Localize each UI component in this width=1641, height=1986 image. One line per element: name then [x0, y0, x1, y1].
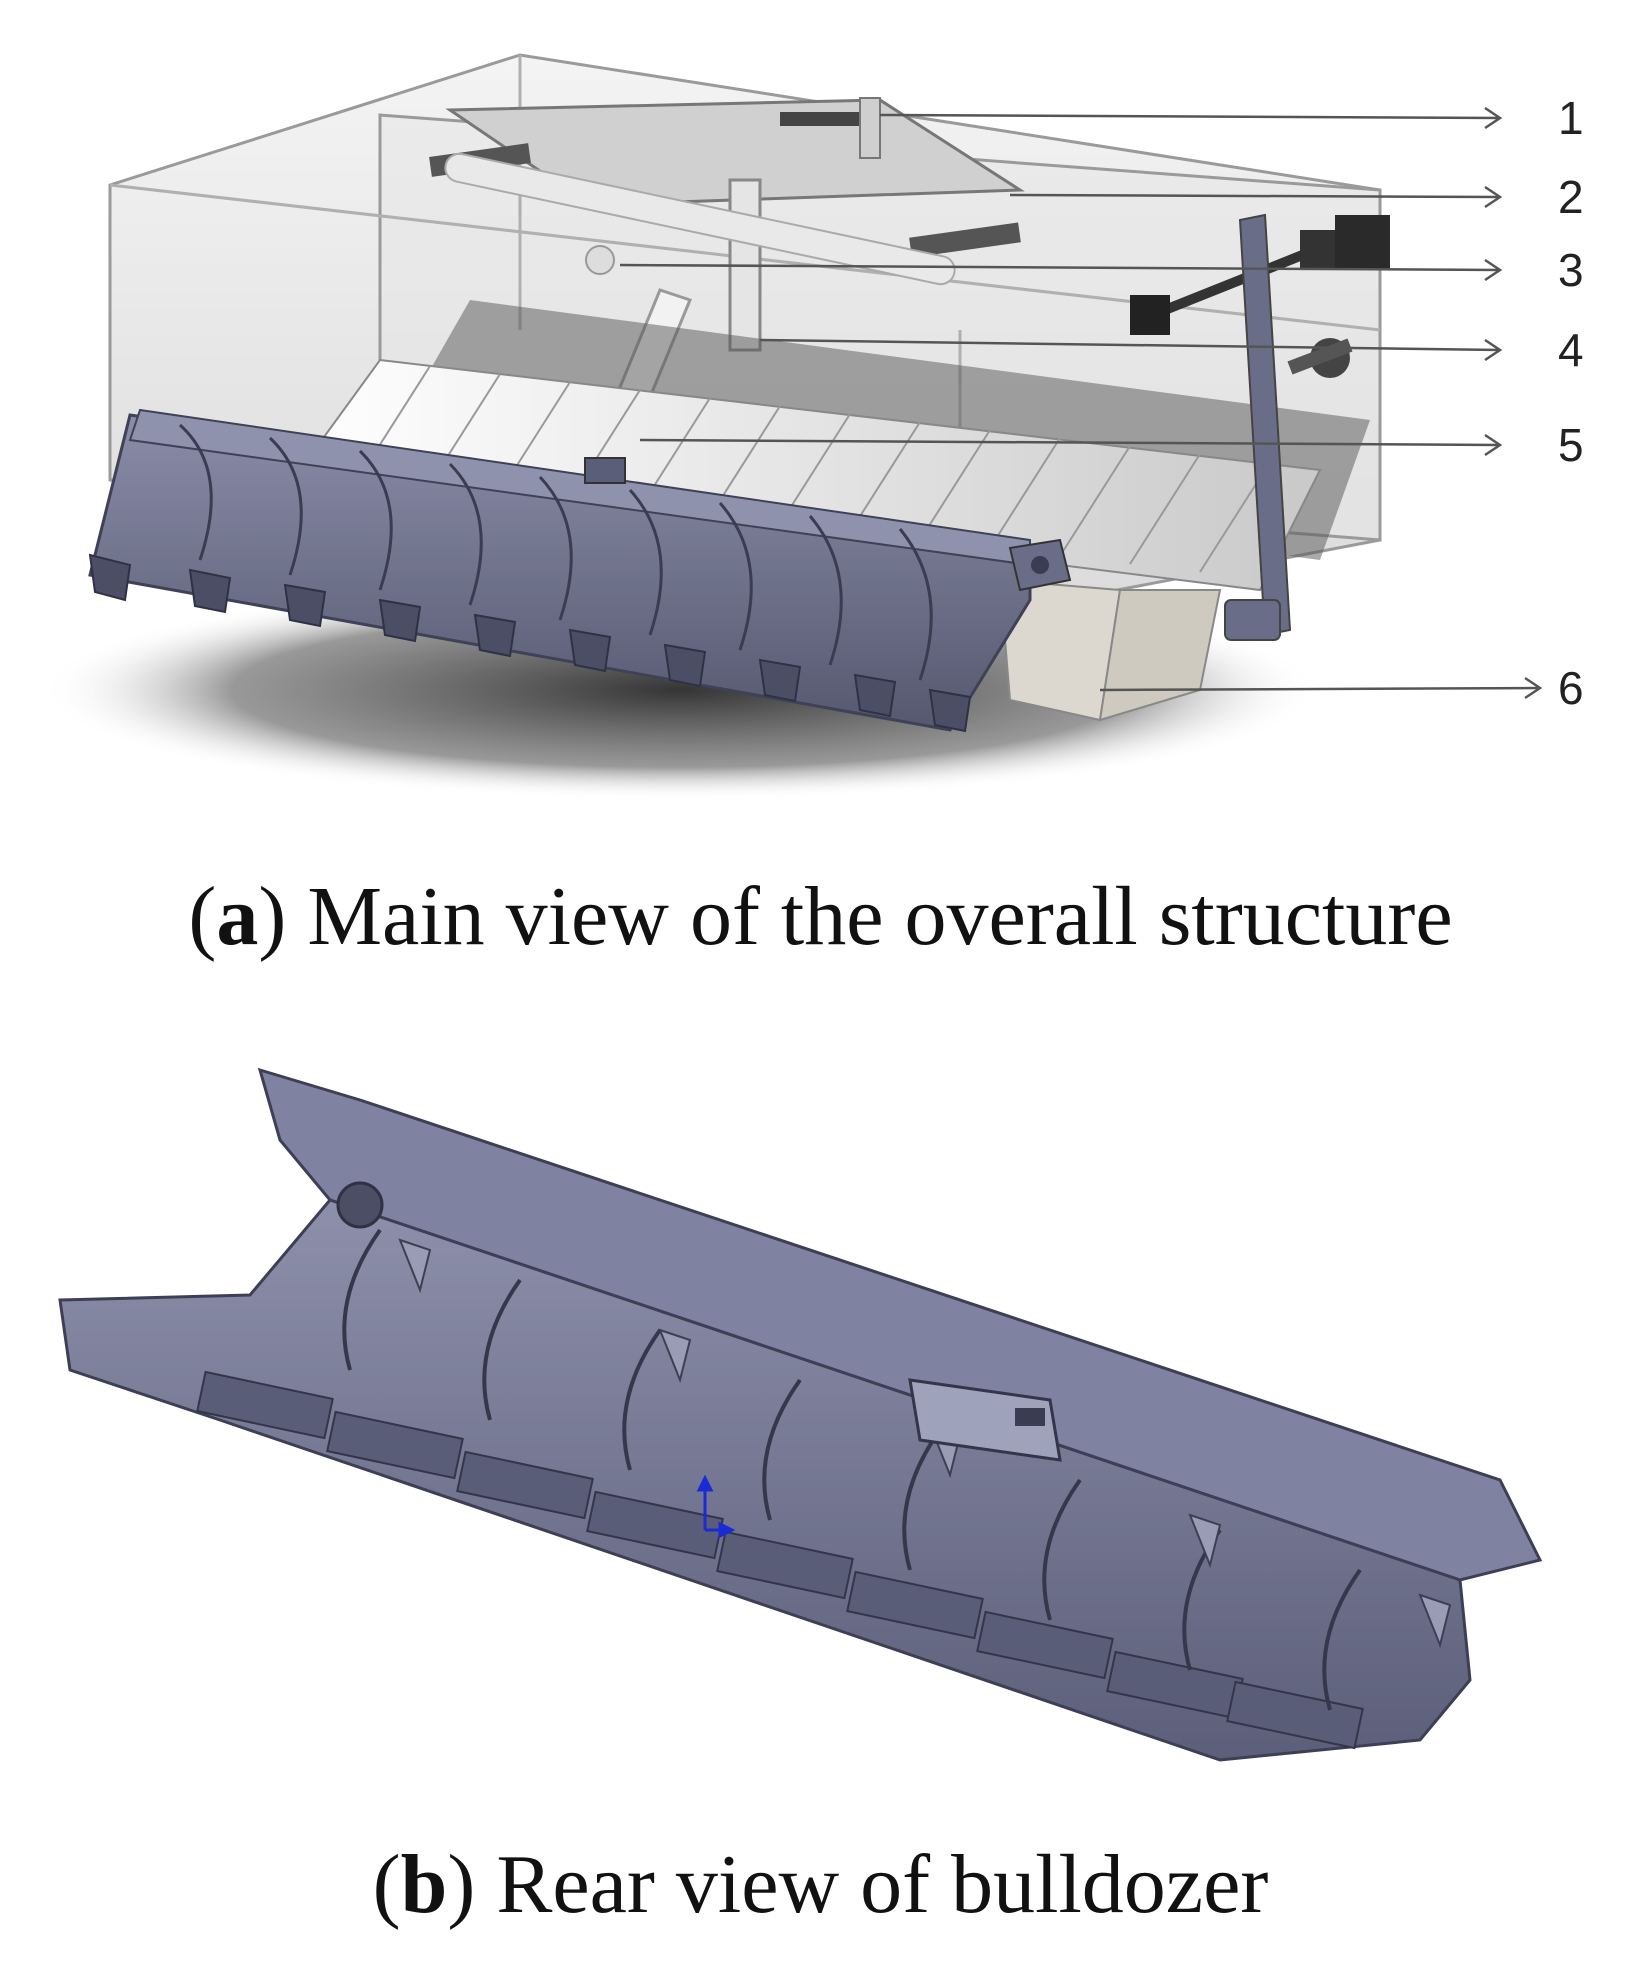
- callout-leader-5: [639, 438, 1501, 447]
- caption-b-letter: b: [400, 1838, 448, 1931]
- overall-structure-diagram: 1 2 3 4 5 6: [40, 53, 1584, 800]
- horizontal-shaft: [444, 152, 956, 286]
- caption-b-close: ): [447, 1838, 476, 1931]
- figure-b-caption: (b) Rear view of bulldozer: [0, 1836, 1641, 1933]
- figure-a-caption: (a) Main view of the overall structure: [0, 868, 1641, 965]
- bulldozer-blade-rear: [58, 1067, 1543, 1762]
- bulldozer-rear-view-diagram: [58, 1067, 1543, 1762]
- pivot-hole: [336, 1181, 384, 1229]
- callout-leader-6: [1099, 686, 1541, 692]
- coordinate-triad-icon: [696, 1474, 736, 1539]
- callout-leader-1: [879, 113, 1501, 120]
- caption-a-close: ): [258, 870, 287, 963]
- caption-b-open: (: [372, 1838, 401, 1931]
- caption-a-text: Main view of the overall structure: [286, 870, 1453, 963]
- caption-b-text: Rear view of bulldozer: [475, 1838, 1269, 1931]
- callout-leader-4: [759, 338, 1501, 352]
- callout-number-2: 2: [1558, 171, 1584, 223]
- callout-arrow-2: [1484, 185, 1503, 209]
- bulldozer-blade: [88, 408, 1072, 733]
- callout-leader-3: [619, 263, 1501, 272]
- callout-number-5: 5: [1558, 419, 1584, 471]
- callout-number-4: 4: [1558, 324, 1584, 376]
- lower-plates: [998, 578, 1222, 722]
- callout-leaders: [619, 106, 1543, 700]
- callout-number-3: 3: [1558, 244, 1584, 296]
- callout-arrow-4: [1484, 338, 1503, 362]
- callout-arrow-5: [1484, 433, 1503, 457]
- callout-arrow-1: [1484, 106, 1503, 130]
- caption-a-letter: a: [216, 870, 259, 963]
- callout-leader-2: [1009, 193, 1501, 199]
- callout-arrow-6: [1524, 676, 1543, 700]
- callout-arrow-3: [1484, 258, 1503, 282]
- callout-number-1: 1: [1558, 92, 1584, 144]
- caption-a-open: (: [188, 870, 217, 963]
- lever-rod: [1224, 213, 1292, 641]
- mounting-bracket: [908, 1378, 1062, 1462]
- callout-number-6: 6: [1558, 662, 1584, 714]
